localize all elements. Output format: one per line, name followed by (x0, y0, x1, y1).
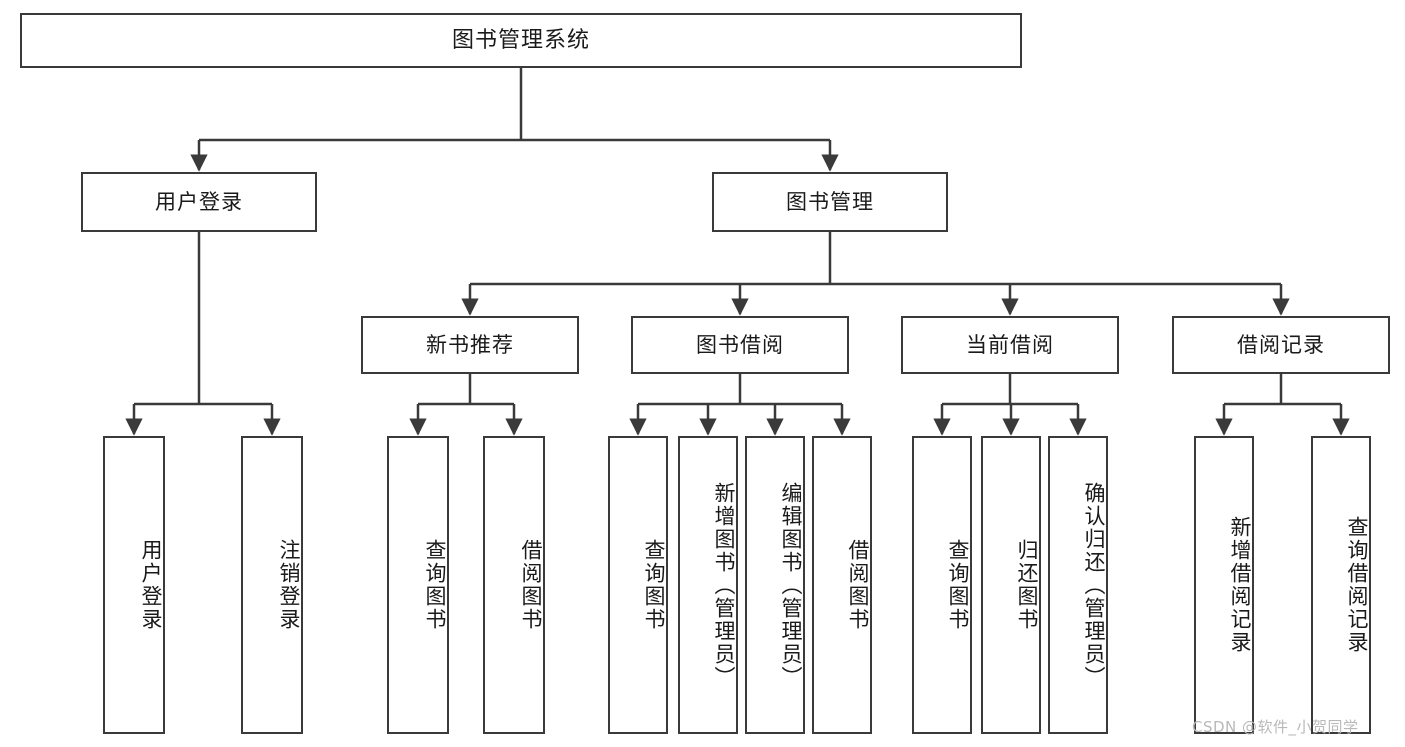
node-label: 借阅图书 (846, 539, 870, 631)
node-label: 借阅图书 (519, 539, 543, 631)
node-label: 新增图书（管理员） (712, 481, 736, 689)
node-book-manage[interactable]: 图书管理 (712, 172, 948, 232)
node-label: 当前借阅 (966, 332, 1054, 357)
node-label: 查询图书 (946, 539, 970, 631)
node-user-login[interactable]: 用户登录 (81, 172, 317, 232)
node-book-borrow[interactable]: 图书借阅 (631, 316, 849, 374)
node-label: 查询借阅记录 (1345, 516, 1369, 654)
node-label: 新增借阅记录 (1228, 516, 1252, 654)
node-leaf-query-book-3[interactable]: 查询图书 (912, 436, 972, 734)
node-label: 用户登录 (155, 189, 243, 214)
node-leaf-add-record[interactable]: 新增借阅记录 (1194, 436, 1254, 734)
node-label: 图书管理系统 (451, 27, 590, 53)
csdn-watermark: CSDN @软件_小贺同学 (1192, 718, 1359, 736)
node-label: 注销登录 (277, 539, 301, 631)
node-label: 借阅记录 (1237, 332, 1325, 357)
node-label: 查询图书 (423, 539, 447, 631)
node-label: 确认归还（管理员） (1082, 481, 1106, 689)
node-leaf-borrow-book-2[interactable]: 借阅图书 (812, 436, 872, 734)
node-root[interactable]: 图书管理系统 (20, 13, 1022, 68)
node-label: 用户登录 (139, 539, 163, 631)
node-label: 查询图书 (642, 539, 666, 631)
node-label: 归还图书 (1015, 539, 1039, 631)
node-leaf-return-book[interactable]: 归还图书 (981, 436, 1041, 734)
node-current-borrow[interactable]: 当前借阅 (901, 316, 1119, 374)
node-leaf-logout[interactable]: 注销登录 (241, 436, 303, 734)
node-new-book-rec[interactable]: 新书推荐 (361, 316, 579, 374)
node-leaf-query-book-2[interactable]: 查询图书 (608, 436, 668, 734)
node-leaf-add-book[interactable]: 新增图书（管理员） (678, 436, 738, 734)
node-leaf-user-login[interactable]: 用户登录 (103, 436, 165, 734)
node-leaf-query-record[interactable]: 查询借阅记录 (1311, 436, 1371, 734)
node-leaf-edit-book[interactable]: 编辑图书（管理员） (745, 436, 805, 734)
node-label: 新书推荐 (426, 332, 514, 357)
node-label: 图书借阅 (696, 332, 784, 357)
node-leaf-query-book-1[interactable]: 查询图书 (387, 436, 449, 734)
node-label: 图书管理 (786, 189, 874, 214)
node-borrow-record[interactable]: 借阅记录 (1172, 316, 1390, 374)
node-label: 编辑图书（管理员） (779, 481, 803, 689)
node-leaf-confirm-return[interactable]: 确认归还（管理员） (1048, 436, 1108, 734)
node-leaf-borrow-book-1[interactable]: 借阅图书 (483, 436, 545, 734)
